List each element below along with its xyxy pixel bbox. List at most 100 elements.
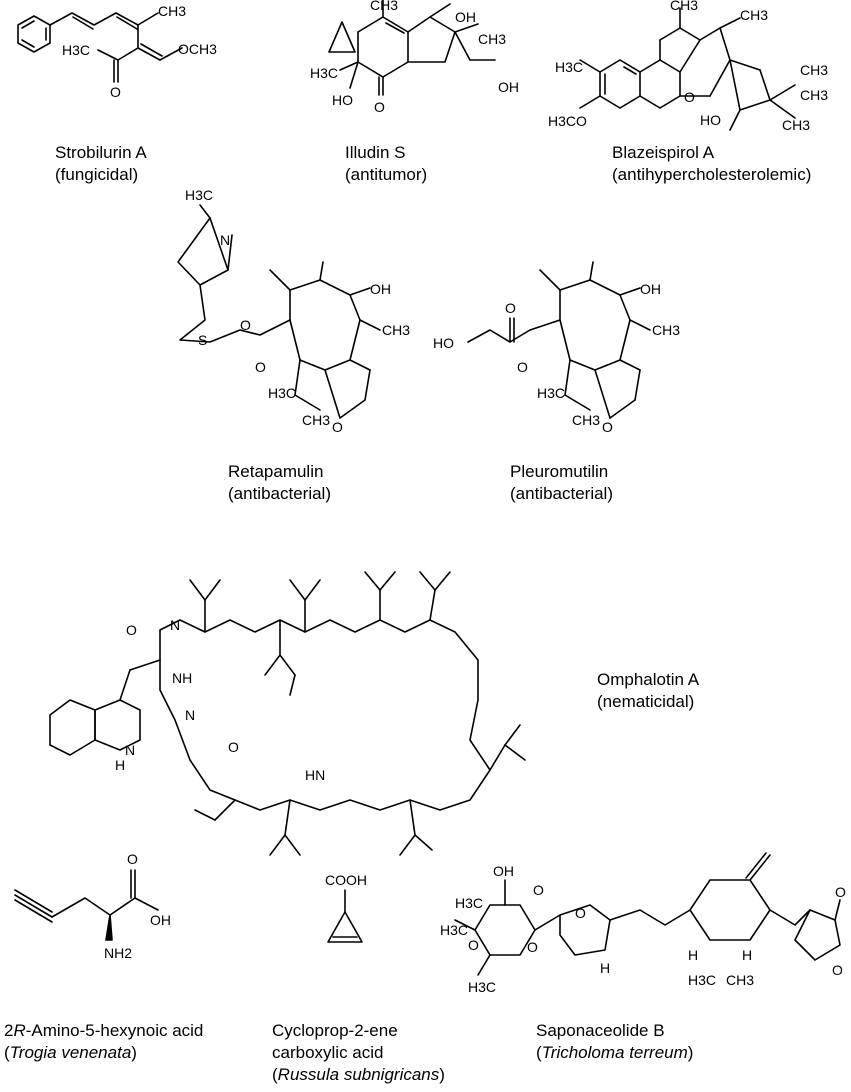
atom-label: O [228, 739, 239, 755]
compound-activity: (nematicidal) [597, 692, 695, 711]
source-species: Russula subnigricans [277, 1065, 440, 1084]
structure-strobilurin-a: CH3 H3C O OCH3 [17, 3, 217, 100]
atom-label: CH3 [382, 322, 410, 338]
atom-label: H [688, 947, 698, 963]
structure-amino-hexynoic-acid: O OH NH2 [14, 851, 171, 961]
atom-label: O [240, 317, 251, 333]
caption-retapamulin: Retapamulin (antibacterial) [228, 461, 331, 505]
atom-label: H3CO [548, 113, 587, 129]
atom-label: OH [455, 9, 476, 25]
atom-label: O [575, 905, 586, 921]
compound-activity: (antibacterial) [228, 484, 331, 503]
atom-label: OH [370, 281, 391, 297]
caption-blazeispirol-a: Blazeispirol A (antihypercholesterolemic… [612, 142, 811, 186]
structure-pleuromutilin: HO O O OH CH3 H3C CH3 O [433, 261, 680, 435]
atom-label: O [832, 962, 843, 978]
atom-label: OH [150, 912, 171, 928]
compound-activity: (fungicidal) [55, 165, 139, 184]
atom-label: O [505, 300, 516, 316]
atom-label: H [600, 960, 610, 976]
atom-label: H3C [455, 895, 483, 911]
caption-pleuromutilin: Pleuromutilin (antibacterial) [510, 461, 613, 505]
atom-label: HN [305, 767, 325, 783]
compound-name-line2: carboxylic acid [272, 1043, 384, 1062]
compound-source: (Russula subnigricans) [272, 1065, 445, 1084]
atom-label: N [185, 707, 195, 723]
compound-source: (Tricholoma terreum) [536, 1043, 694, 1062]
atom-label: HO [433, 335, 454, 351]
atom-label: O [374, 99, 385, 115]
atom-label: O [127, 851, 138, 867]
atom-label: N [170, 617, 180, 633]
atom-label: OCH3 [178, 41, 217, 57]
compound-activity: (antibacterial) [510, 484, 613, 503]
atom-label: NH2 [104, 945, 132, 961]
atom-label: COOH [325, 872, 367, 888]
structure-retapamulin: H3C N S O O OH CH3 H3C CH3 O [177, 187, 410, 435]
atom-label: O [110, 84, 121, 100]
atom-label: CH3 [800, 87, 828, 103]
caption-saponaceolide-b: Saponaceolide B (Tricholoma terreum) [536, 1020, 693, 1064]
compound-name: Strobilurin A [55, 143, 147, 162]
caption-amino-hexynoic-acid: 2R-Amino-5-hexynoic acid (Trogia venenat… [4, 1020, 203, 1064]
atom-label: CH3 [782, 117, 810, 133]
atom-label: O [468, 937, 479, 953]
atom-label: CH3 [726, 972, 754, 988]
atom-label: H3C [268, 385, 296, 401]
atom-label: OH [493, 863, 514, 879]
compound-activity: (antitumor) [345, 165, 428, 184]
atom-label: CH3 [652, 322, 680, 338]
atom-label: O [332, 419, 343, 435]
atom-label: OH [498, 79, 519, 95]
atom-label: H3C [185, 187, 213, 203]
atom-label: O [835, 884, 846, 900]
compound-name: 2R-Amino-5-hexynoic acid [4, 1020, 203, 1042]
atom-label: CH3 [572, 412, 600, 428]
atom-label: N [125, 742, 135, 758]
atom-label: H3C [440, 922, 468, 938]
compound-source: (Trogia venenata) [4, 1043, 137, 1062]
atom-label: H3C [537, 385, 565, 401]
atom-label: H3C [62, 42, 90, 58]
atom-label: H3C [468, 979, 496, 995]
structure-blazeispirol-a: CH3 H3C H3CO O HO CH3 CH3 CH3 CH3 [548, 0, 828, 133]
source-species: Trogia venenata [9, 1043, 132, 1062]
atom-label: CH3 [158, 3, 186, 19]
atom-label: H [115, 757, 125, 773]
atom-label: H [742, 947, 752, 963]
structure-omphalotin-a: H N NH N O O N HN [49, 571, 526, 856]
compound-name: Omphalotin A [597, 670, 700, 689]
name-rest: -Amino-5-hexynoic acid [25, 1021, 204, 1040]
atom-label: H3C [555, 59, 583, 75]
caption-strobilurin-a: Strobilurin A (fungicidal) [55, 142, 147, 186]
compound-activity: (antihypercholesterolemic) [612, 165, 812, 184]
caption-illudin-s: Illudin S (antitumor) [345, 142, 427, 186]
compound-name: Cycloprop-2-ene [272, 1021, 398, 1040]
atom-label: O [126, 622, 137, 638]
name-stereo: R [13, 1021, 26, 1040]
atom-label: CH3 [302, 412, 330, 428]
structure-saponaceolide-b: OH H3C O H3C O O O H3C H H H H3C CH3 O O [440, 852, 846, 995]
compound-name: Retapamulin [228, 462, 324, 481]
atom-label: O [517, 359, 528, 375]
atom-label: O [602, 419, 613, 435]
atom-label: CH3 [670, 0, 698, 13]
atom-label: H3C [310, 65, 338, 81]
compound-name: Illudin S [345, 143, 406, 162]
structure-illudin-s: CH3 OH H3C CH3 HO O OH [310, 0, 519, 115]
atom-label: HO [332, 92, 353, 108]
caption-omphalotin-a: Omphalotin A (nematicidal) [597, 669, 699, 713]
atom-label: CH3 [478, 31, 506, 47]
atom-label: O [255, 359, 266, 375]
source-species: Tricholoma terreum [541, 1043, 688, 1062]
caption-cyclopropene-carboxylic-acid: Cycloprop-2-ene carboxylic acid (Russula… [272, 1020, 445, 1086]
atom-label: O [527, 939, 538, 955]
compound-name: Pleuromutilin [510, 462, 609, 481]
atom-label: CH3 [370, 0, 398, 13]
atom-label: N [220, 232, 230, 248]
atom-label: NH [172, 670, 192, 686]
atom-label: H3C [688, 972, 716, 988]
atom-label: OH [640, 281, 661, 297]
